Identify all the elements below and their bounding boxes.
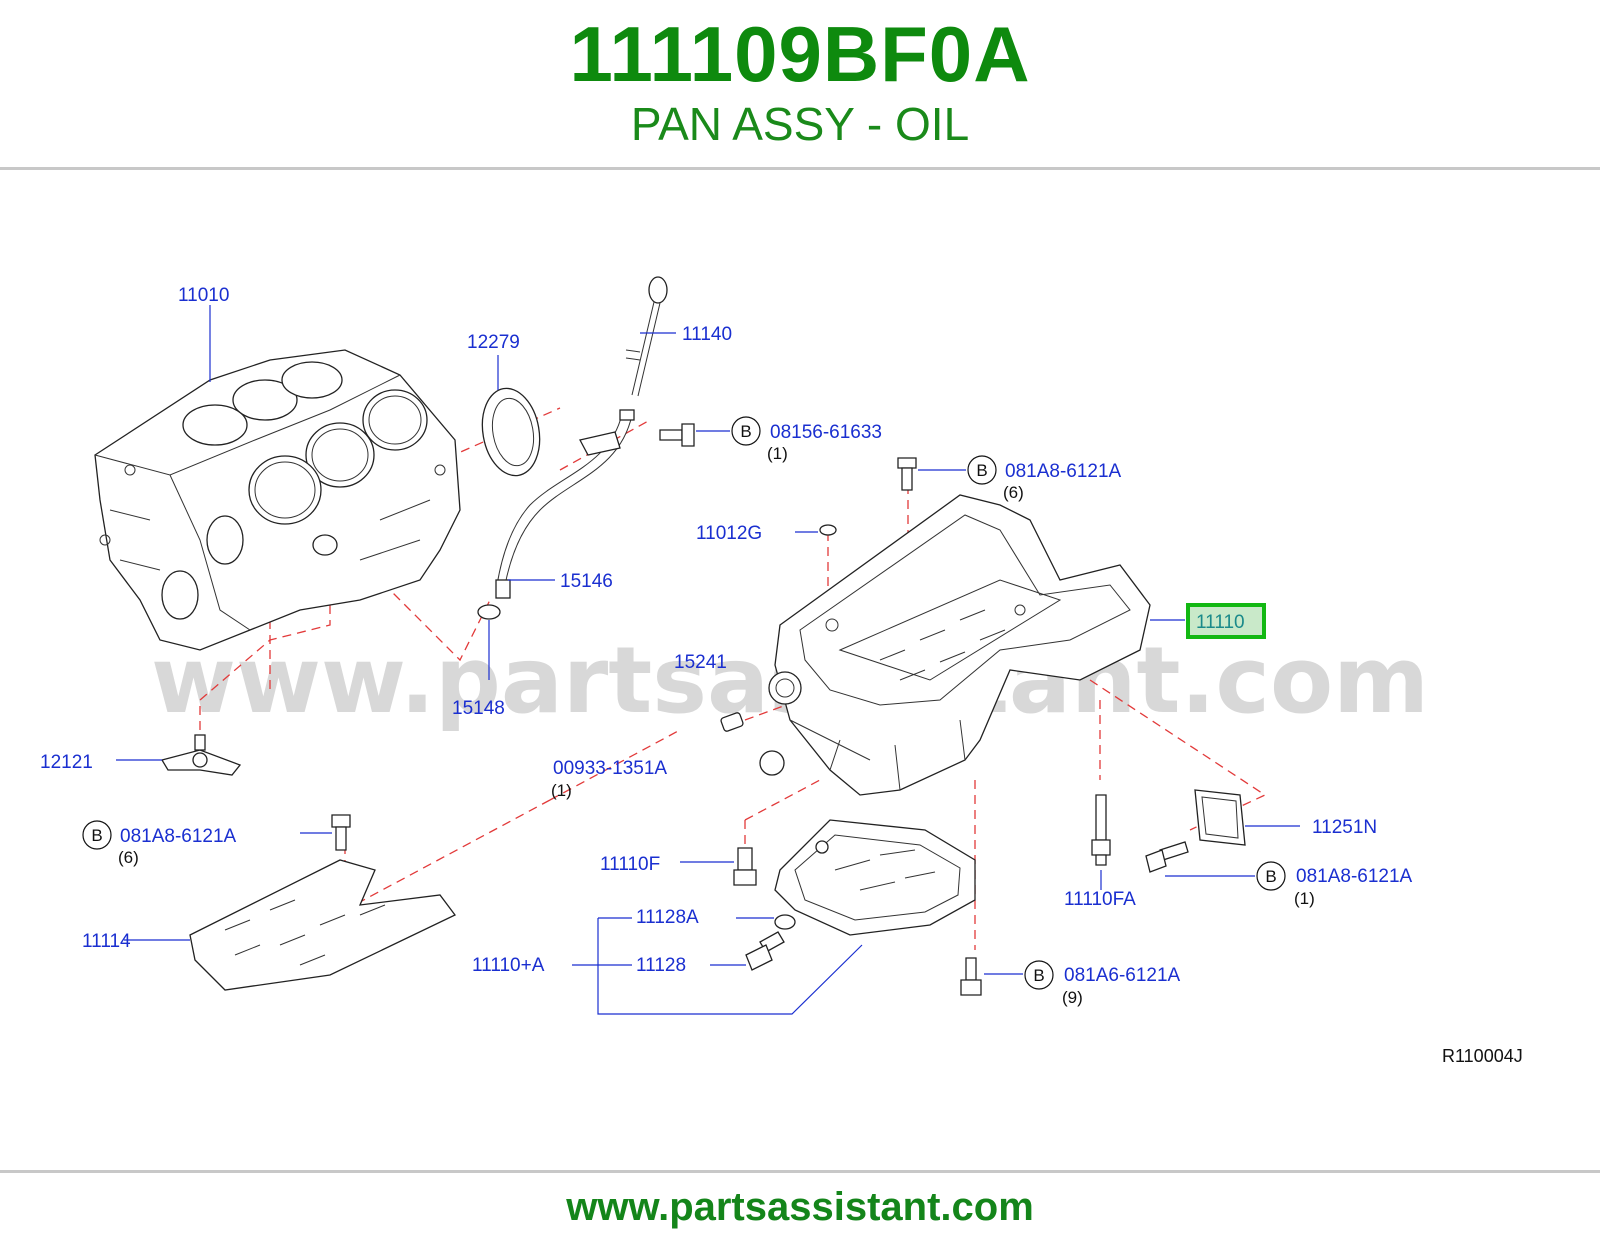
bolt-081a8-left-drawing [331, 814, 351, 851]
bolt-11110f-drawing [733, 847, 757, 886]
svg-text:B: B [1265, 867, 1276, 886]
svg-text:B: B [740, 422, 751, 441]
diagram-reference-code: R110004J [1442, 1046, 1523, 1066]
o-ring-15148-drawing [477, 604, 501, 620]
callout-11110-highlighted[interactable]: 11110 [1196, 612, 1245, 633]
oil-pan-lower-drawing [774, 819, 976, 936]
callout-00933-1351a[interactable]: 00933-1351A [553, 758, 667, 779]
bracket-12121-drawing [160, 734, 242, 776]
qty-081a8-left: (6) [118, 848, 139, 867]
highlighted-part-box [1186, 603, 1266, 639]
qty-081a8-top: (6) [1003, 483, 1024, 502]
oil-pan-upper-drawing [768, 494, 1151, 796]
dipstick-drawing [625, 276, 668, 397]
callout-11114[interactable]: 11114 [82, 931, 131, 952]
bolt-081a8-right-drawing [1145, 841, 1189, 873]
footer-website-url[interactable]: www.partsassistant.com [566, 1185, 1034, 1229]
callout-11110-plus-a[interactable]: 11110+A [472, 955, 545, 976]
dowel-pin-15241-drawing [720, 712, 744, 732]
stud-bolt-11110fa-drawing [1091, 794, 1111, 866]
callout-11140[interactable]: 11140 [682, 324, 732, 345]
baffle-plate-11114-drawing [189, 859, 456, 991]
bolt-081a8-top-drawing [897, 457, 917, 491]
plug-11012g-drawing [819, 524, 837, 536]
callout-11012g[interactable]: 11012G [696, 523, 762, 544]
callout-081a8-left[interactable]: 081A8-6121A [120, 826, 237, 847]
qty-081a6-6121a: (9) [1062, 988, 1083, 1007]
callout-11128[interactable]: 11128 [636, 955, 686, 976]
callout-15241[interactable]: 15241 [674, 652, 727, 673]
plug-00933-drawing [759, 750, 785, 776]
callout-081a6-6121a[interactable]: 081A6-6121A [1064, 965, 1181, 986]
callout-12279[interactable]: 12279 [467, 332, 520, 353]
cylinder-block-drawing [94, 349, 461, 651]
callout-12121[interactable]: 12121 [40, 752, 93, 773]
qty-08156-61633: (1) [767, 444, 788, 463]
svg-text:B: B [1033, 966, 1044, 985]
drain-plug-11128-drawing [745, 931, 785, 971]
rear-oil-seal-drawing [481, 387, 541, 477]
footer-divider [0, 1170, 1600, 1173]
svg-text:B: B [91, 826, 102, 845]
dipstick-guide-tube-drawing [495, 409, 635, 599]
gasket-11251n-drawing [1194, 789, 1246, 846]
bolt-081a6-drawing [960, 957, 982, 996]
callout-11251n[interactable]: 11251N [1312, 817, 1377, 838]
qty-00933-1351a: (1) [551, 781, 572, 800]
header-divider [0, 167, 1600, 170]
bolt-08156-drawing [659, 423, 695, 447]
bolt-symbols: B B B B B [82, 416, 1286, 990]
page-header: 111109BF0A PAN ASSY - OIL [0, 0, 1600, 168]
svg-text:B: B [976, 461, 987, 480]
callout-081a8-top[interactable]: 081A8-6121A [1005, 461, 1122, 482]
callout-15146[interactable]: 15146 [560, 571, 613, 592]
part-number-title: 111109BF0A [569, 10, 1031, 98]
callout-11110fa[interactable]: 11110FA [1064, 889, 1136, 910]
callout-15148[interactable]: 15148 [452, 698, 505, 719]
washer-11128a-drawing [774, 914, 796, 930]
callout-11010[interactable]: 11010 [178, 285, 229, 306]
callout-11110f[interactable]: 11110F [600, 854, 660, 875]
callout-11128a[interactable]: 11128A [636, 907, 699, 928]
leader-lines [116, 305, 1300, 1015]
callout-081a8-right[interactable]: 081A8-6121A [1296, 866, 1413, 887]
parts-diagram: www.partsassistant.com [40, 276, 1523, 1066]
part-name-subtitle: PAN ASSY - OIL [630, 98, 970, 150]
callout-08156-61633[interactable]: 08156-61633 [770, 422, 882, 443]
qty-081a8-right: (1) [1294, 889, 1315, 908]
